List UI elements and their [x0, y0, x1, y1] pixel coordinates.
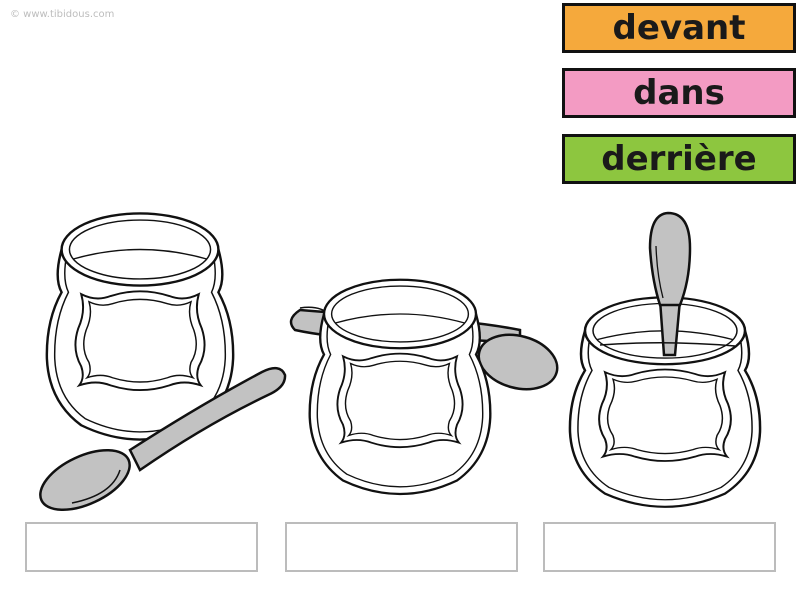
pots-illustration	[39, 211, 800, 511]
answer-box-3[interactable]	[543, 522, 776, 572]
spoon-front	[39, 366, 287, 511]
copyright-text: © www.tibidous.com	[10, 9, 115, 20]
pot-2	[310, 280, 491, 494]
word-card-derriere[interactable]: derrière	[562, 134, 796, 184]
word-card-dans[interactable]: dans	[562, 68, 796, 118]
answer-box-2[interactable]	[285, 522, 518, 572]
word-card-devant[interactable]: devant	[562, 3, 796, 53]
spoon-inside	[599, 211, 736, 357]
answer-box-1[interactable]	[25, 522, 258, 572]
